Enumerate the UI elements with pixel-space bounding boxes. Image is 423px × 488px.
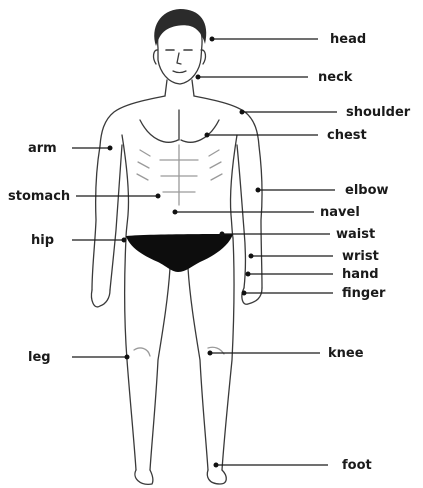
navel-dot bbox=[173, 210, 178, 215]
left-hand bbox=[91, 290, 110, 307]
left-knee bbox=[134, 348, 150, 356]
hair bbox=[154, 9, 206, 46]
wrist-dot bbox=[249, 254, 254, 259]
ribs-right bbox=[209, 150, 222, 180]
left-torso-side bbox=[122, 135, 129, 238]
label-navel: navel bbox=[320, 206, 360, 219]
left-foot bbox=[135, 470, 153, 484]
arm-dot bbox=[108, 146, 113, 151]
label-chest: chest bbox=[327, 129, 367, 142]
label-stomach: stomach bbox=[8, 190, 70, 203]
foot-dot bbox=[214, 463, 219, 468]
label-neck: neck bbox=[318, 71, 352, 84]
left-leg-outer bbox=[125, 238, 136, 470]
shoulder-dot bbox=[240, 110, 245, 115]
left-ear bbox=[154, 50, 158, 64]
right-torso-side bbox=[230, 135, 237, 238]
stomach-dot bbox=[156, 194, 161, 199]
label-leg: leg bbox=[28, 351, 51, 364]
label-head: head bbox=[330, 33, 366, 46]
hip-dot bbox=[122, 238, 127, 243]
neck-dot bbox=[196, 75, 201, 80]
hand-dot bbox=[246, 272, 251, 277]
label-arm: arm bbox=[28, 142, 57, 155]
knee-dot bbox=[208, 351, 213, 356]
label-knee: knee bbox=[328, 347, 364, 360]
label-wrist: wrist bbox=[342, 250, 379, 263]
label-elbow: elbow bbox=[345, 184, 389, 197]
label-foot: foot bbox=[342, 459, 372, 472]
label-hand: hand bbox=[342, 268, 379, 281]
head-dot bbox=[210, 37, 215, 42]
right-leg-inner bbox=[188, 268, 208, 470]
label-waist: waist bbox=[336, 228, 375, 241]
chest-right bbox=[181, 120, 219, 142]
label-finger: finger bbox=[342, 287, 385, 300]
elbow-dot bbox=[256, 188, 261, 193]
label-hip: hip bbox=[31, 234, 54, 247]
mouth bbox=[173, 71, 186, 73]
label-shoulder: shoulder bbox=[346, 106, 410, 119]
nose bbox=[177, 53, 181, 64]
briefs bbox=[126, 234, 233, 272]
chest-dot bbox=[205, 133, 210, 138]
chest-left bbox=[140, 120, 178, 142]
right-arm-inner bbox=[237, 145, 246, 288]
right-arm-outer bbox=[259, 146, 262, 288]
right-hand bbox=[242, 288, 262, 304]
neck-outline bbox=[165, 80, 194, 96]
finger-dot bbox=[242, 291, 247, 296]
leg-dot bbox=[125, 355, 130, 360]
left-leg-inner bbox=[150, 268, 170, 470]
right-foot bbox=[207, 470, 226, 484]
waist-dot bbox=[220, 232, 225, 237]
left-arm-outer bbox=[92, 146, 100, 290]
left-arm-inner bbox=[110, 145, 122, 290]
ribs-left bbox=[137, 150, 150, 180]
